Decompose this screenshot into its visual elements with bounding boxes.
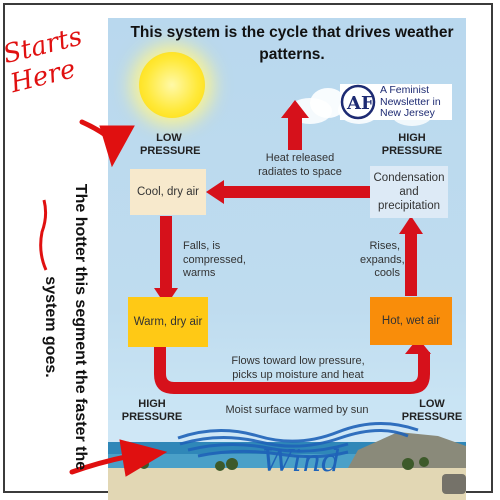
arrow-up-head: [281, 100, 309, 118]
caption-heat-released: Heat released radiates to space: [258, 152, 342, 178]
caption-moist-surface: Moist surface warmed by sun: [225, 404, 369, 416]
logo-text: A Feminist Newsletter in New Jersey: [380, 84, 441, 119]
hot-wet-air-box: Hot, wet air: [370, 297, 452, 345]
arrow-right-shaft: [405, 232, 417, 296]
arrow-bottom-path: [154, 332, 430, 394]
beach-scene: [108, 420, 466, 500]
condensation-box: Condensation and precipitation: [370, 166, 448, 218]
af-logo-icon: AF: [340, 84, 376, 120]
arrow-bottom-head: [405, 338, 431, 354]
low-pressure-top-left: LOW PRESSURE: [140, 132, 201, 157]
logo-mark-text: AF: [346, 93, 374, 114]
caption-flows: Flows toward low pressure, picks up mois…: [231, 355, 365, 381]
sun: [139, 52, 205, 118]
diagram-title: This system is the cycle that drives wea…: [130, 24, 454, 63]
cool-dry-air-box: Cool, dry air: [130, 169, 206, 215]
arrow-top-head: [206, 180, 224, 204]
hand-arrow-top-head: [99, 125, 135, 168]
hand-arrow-bottom-head: [119, 439, 168, 477]
newsletter-logo: AF A Feminist Newsletter in New Jersey: [340, 84, 452, 120]
warm-dry-air-box: Warm, dry air: [128, 297, 208, 347]
caption-rises: Rises, expands, cools: [360, 240, 405, 279]
arrow-up-shaft: [288, 116, 302, 150]
arrow-left-shaft: [160, 216, 172, 290]
wind-annotation: Wind: [262, 444, 341, 479]
high-pressure-top-right: HIGH PRESSURE: [381, 132, 443, 157]
arrow-top-shaft: [222, 186, 370, 198]
arrow-right-head: [399, 216, 423, 234]
side-note-underline: [39, 199, 48, 271]
expand-icon[interactable]: [442, 474, 466, 494]
caption-falls: Falls, is compressed, warms: [183, 240, 246, 279]
